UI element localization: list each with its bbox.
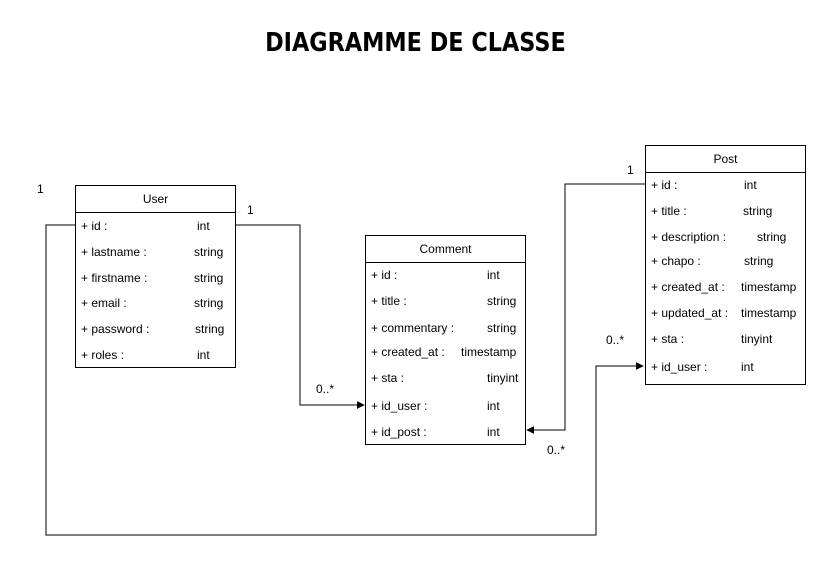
user-attr-name: + password : (81, 322, 150, 336)
post-attr-name: + sta : (651, 332, 685, 346)
comment-attr-type: string (487, 294, 517, 308)
comment-attr-name: + sta : (371, 371, 405, 385)
user-attr-type: string (194, 296, 224, 310)
comment-attr-name: + commentary : (371, 321, 455, 335)
comment-attr-name: + id_post : (371, 425, 427, 439)
post-attr-name: + id_user : (651, 360, 708, 374)
multiplicity-user-comment-many: 0..* (316, 382, 335, 396)
class-comment[interactable]: Comment + id : int + title : string + co… (365, 235, 526, 445)
post-attr-type: string (743, 204, 773, 218)
post-attr-type: timestamp (741, 280, 797, 294)
class-user-name: User (76, 186, 235, 213)
user-attr-type: string (194, 271, 224, 285)
post-attr-name: + updated_at : (651, 306, 729, 320)
post-attr-type: int (741, 360, 754, 374)
post-attr-type: tinyint (741, 332, 773, 346)
multiplicity-user-post-one: 1 (37, 182, 44, 196)
class-post-name: Post (646, 146, 805, 173)
post-comment-association (526, 183, 645, 434)
comment-attr-name: + title : (371, 294, 407, 308)
post-attr-name: + created_at : (651, 280, 725, 294)
user-attr-name: + id : (81, 219, 108, 233)
multiplicity-user-post-many: 0..* (606, 333, 625, 347)
post-attr-name: + chapo : (651, 254, 701, 268)
user-attr-type: int (197, 219, 210, 233)
user-attr-name: + lastname : (81, 245, 147, 259)
comment-attr-type: timestamp (461, 345, 517, 359)
comment-attr-type: int (487, 399, 500, 413)
comment-attr-type: int (487, 425, 500, 439)
user-attr-type: int (197, 348, 210, 362)
user-comment-association (236, 224, 365, 409)
post-attr-name: + description : (651, 230, 727, 244)
comment-attr-name: + id_user : (371, 399, 428, 413)
multiplicity-user-comment-one: 1 (247, 203, 254, 217)
multiplicity-post-comment-one: 1 (627, 163, 634, 177)
user-attr-name: + roles : (81, 348, 125, 362)
class-comment-name: Comment (366, 236, 525, 263)
comment-attr-type: string (487, 321, 517, 335)
user-attr-name: + email : (81, 296, 127, 310)
class-user[interactable]: User + id : int + lastname : string + fi… (75, 185, 236, 368)
comment-attr-type: int (487, 268, 500, 282)
diagram-title: DIAGRAMME DE CLASSE (265, 28, 566, 58)
post-attr-name: + title : (651, 204, 687, 218)
user-attr-type: string (194, 245, 224, 259)
post-attr-type: timestamp (741, 306, 797, 320)
multiplicity-post-comment-many: 0..* (547, 443, 566, 457)
comment-attr-name: + id : (371, 268, 398, 282)
user-attr-name: + firstname : (81, 271, 148, 285)
user-post-association (45, 224, 644, 536)
post-attr-type: string (744, 254, 774, 268)
comment-attr-name: + created_at : (371, 345, 445, 359)
post-attr-name: + id : (651, 178, 678, 192)
post-attr-type: string (757, 230, 787, 244)
user-attr-type: string (195, 322, 225, 336)
class-post[interactable]: Post + id : int + title : string + descr… (645, 145, 806, 385)
comment-attr-type: tinyint (487, 371, 519, 385)
post-attr-type: int (744, 178, 757, 192)
